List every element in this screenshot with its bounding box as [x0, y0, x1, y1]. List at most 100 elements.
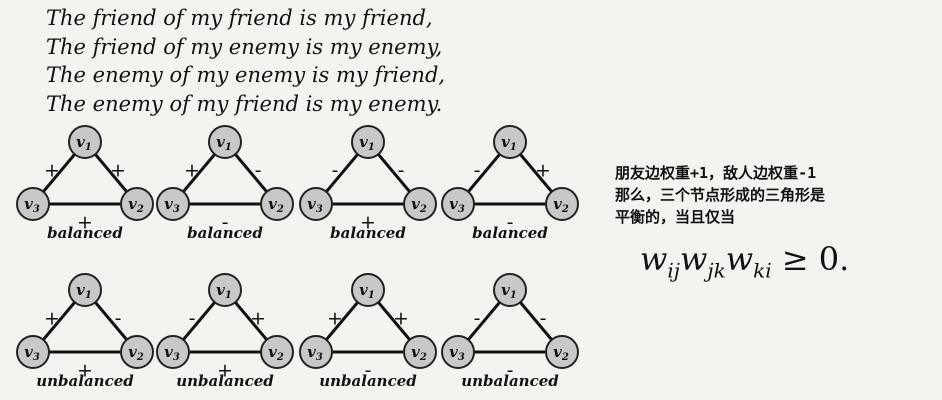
node-v2-circle	[545, 335, 579, 369]
node-v1-circle	[208, 273, 242, 307]
node-v2-circle	[260, 187, 294, 221]
formula-sub: ki	[753, 258, 772, 283]
sign-right: -	[540, 308, 547, 330]
sign-right: +	[110, 160, 126, 182]
triangle-caption: unbalanced	[461, 372, 559, 390]
formula-sub: jk	[707, 258, 726, 283]
sign-left: +	[44, 160, 60, 182]
node-v2-circle	[120, 187, 154, 221]
sign-right: -	[115, 308, 122, 330]
formula-w: w	[680, 240, 708, 278]
node-v3-subscript: 3	[33, 204, 40, 215]
sign-right: +	[250, 308, 266, 330]
node-v3-circle	[156, 187, 190, 221]
node-v1-circle	[68, 273, 102, 307]
note-line: 那么，三个节点形成的三角形是	[615, 186, 826, 204]
node-v2-circle	[120, 335, 154, 369]
node-v3-circle	[156, 335, 190, 369]
node-v2-subscript: 2	[276, 352, 284, 363]
sign-left: +	[327, 308, 343, 330]
triangle-caption: balanced	[187, 224, 263, 242]
node-v1-circle	[68, 125, 102, 159]
node-v3-subscript: 3	[458, 352, 465, 363]
node-v2-subscript: 2	[561, 204, 569, 215]
node-v1-circle	[351, 125, 385, 159]
node-v3-circle	[16, 187, 50, 221]
node-v3-circle	[299, 187, 333, 221]
node-v1-circle	[351, 273, 385, 307]
explanation-note: 朋友边权重+1，敌人边权重-1 那么，三个节点形成的三角形是 平衡的，当且仅当	[615, 162, 825, 228]
triangle-caption: unbalanced	[36, 372, 134, 390]
sign-left: +	[184, 160, 200, 182]
quote-line: The enemy of my friend is my enemy.	[46, 91, 443, 116]
node-v1-subscript: 1	[510, 142, 517, 153]
quote-line: The friend of my enemy is my enemy,	[46, 34, 443, 59]
node-v1-subscript: 1	[225, 290, 232, 301]
sign-bottom: +	[360, 212, 376, 234]
formula-w: w	[725, 240, 754, 278]
sign-bottom: +	[217, 360, 233, 382]
node-v1-subscript: 1	[368, 290, 375, 301]
triangle-caption: unbalanced	[176, 372, 274, 390]
node-v3-circle	[441, 335, 475, 369]
sign-bottom: -	[507, 360, 514, 382]
sign-left: +	[44, 308, 60, 330]
node-v3-circle	[441, 187, 475, 221]
node-v2-subscript: 2	[561, 352, 569, 363]
sign-bottom: +	[77, 212, 93, 234]
sign-bottom: +	[77, 360, 93, 382]
triangle-caption: unbalanced	[319, 372, 417, 390]
formula-relation: ≥ 0.	[771, 240, 850, 278]
triangle-caption: balanced	[47, 224, 123, 242]
node-v1-subscript: 1	[85, 142, 92, 153]
node-v1-subscript: 1	[85, 290, 92, 301]
sign-right: +	[535, 160, 551, 182]
sign-bottom: -	[507, 212, 514, 234]
node-v3-circle	[16, 335, 50, 369]
sign-left: -	[189, 308, 196, 330]
node-v1-subscript: 1	[510, 290, 517, 301]
node-v3-subscript: 3	[316, 204, 323, 215]
node-v3-subscript: 3	[173, 352, 180, 363]
node-v2-subscript: 2	[419, 204, 427, 215]
quote-block: The friend of my friend is my friend, Th…	[46, 4, 445, 118]
node-v3-subscript: 3	[458, 204, 465, 215]
sign-bottom: -	[365, 360, 372, 382]
formula-sub: ij	[667, 258, 680, 283]
sign-left: -	[474, 308, 481, 330]
node-v1-circle	[493, 273, 527, 307]
node-v2-circle	[403, 187, 437, 221]
sign-left: -	[474, 160, 481, 182]
node-v2-subscript: 2	[276, 204, 284, 215]
sign-right: -	[255, 160, 262, 182]
balance-formula: wijwjkwki ≥ 0.	[640, 240, 849, 282]
node-v2-circle	[260, 335, 294, 369]
node-v2-subscript: 2	[136, 352, 144, 363]
node-v1-circle	[208, 125, 242, 159]
node-v2-subscript: 2	[419, 352, 427, 363]
sign-bottom: -	[222, 212, 229, 234]
node-v1-circle	[493, 125, 527, 159]
quote-line: The friend of my friend is my friend,	[46, 6, 433, 30]
note-line: 平衡的，当且仅当	[615, 208, 736, 226]
triangle-caption: balanced	[472, 224, 548, 242]
sign-right: +	[393, 308, 409, 330]
triangle-caption: balanced	[330, 224, 406, 242]
sign-right: -	[398, 160, 405, 182]
node-v3-circle	[299, 335, 333, 369]
node-v2-subscript: 2	[136, 204, 144, 215]
note-line: 朋友边权重+1，敌人边权重-1	[615, 164, 817, 182]
formula-w: w	[640, 240, 668, 278]
node-v1-subscript: 1	[368, 142, 375, 153]
node-v1-subscript: 1	[225, 142, 232, 153]
sign-left: -	[332, 160, 339, 182]
